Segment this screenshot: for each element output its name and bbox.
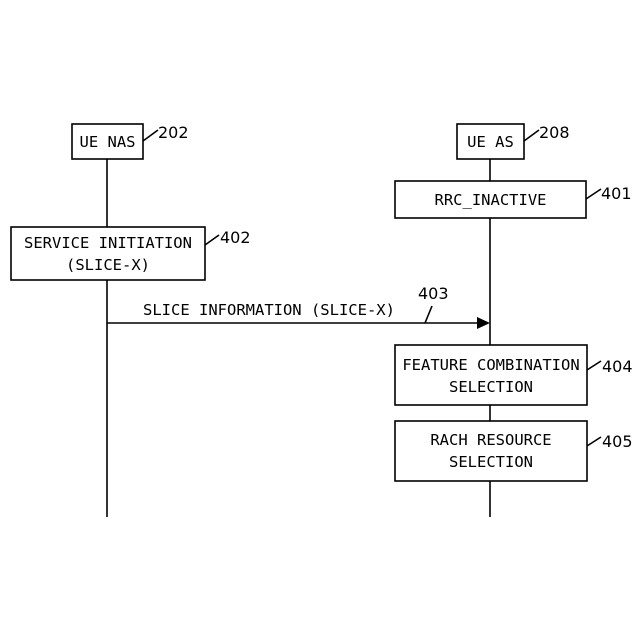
feature-combination-line2: SELECTION xyxy=(449,378,533,396)
slice-information-label: SLICE INFORMATION (SLICE-X) xyxy=(143,301,395,319)
rrc-inactive-box: RRC_INACTIVE xyxy=(395,181,586,218)
rrc-inactive-label: RRC_INACTIVE xyxy=(435,191,547,209)
feature-combination-line1: FEATURE COMBINATION xyxy=(402,356,579,374)
ref-401: 401 xyxy=(601,184,632,203)
ref-405-leader xyxy=(587,437,601,446)
ue-as-box: UE AS xyxy=(457,124,524,159)
service-initiation-line1: SERVICE INITIATION xyxy=(24,234,192,252)
ref-208-leader xyxy=(524,130,539,141)
ref-401-leader xyxy=(586,189,601,199)
rach-resource-line1: RACH RESOURCE xyxy=(430,431,551,449)
ref-208: 208 xyxy=(539,123,570,142)
ue-nas-label: UE NAS xyxy=(80,133,136,151)
arrowhead-icon xyxy=(477,317,490,329)
ref-202: 202 xyxy=(158,123,189,142)
rach-resource-box: RACH RESOURCE SELECTION xyxy=(395,421,587,481)
ue-nas-box: UE NAS xyxy=(72,124,143,159)
ref-404: 404 xyxy=(602,357,633,376)
ref-403: 403 xyxy=(418,284,449,303)
slice-information-message: SLICE INFORMATION (SLICE-X) xyxy=(107,301,490,329)
ref-404-leader xyxy=(587,361,601,370)
ref-405: 405 xyxy=(602,432,633,451)
rach-resource-line2: SELECTION xyxy=(449,453,533,471)
ref-403-leader xyxy=(425,306,432,323)
ref-402-leader xyxy=(205,235,219,245)
ref-402: 402 xyxy=(220,228,251,247)
ref-202-leader xyxy=(143,130,158,141)
feature-combination-box: FEATURE COMBINATION SELECTION xyxy=(395,345,587,405)
service-initiation-line2: (SLICE-X) xyxy=(66,256,150,274)
ue-as-label: UE AS xyxy=(467,133,514,151)
service-initiation-box: SERVICE INITIATION (SLICE-X) xyxy=(11,227,205,280)
